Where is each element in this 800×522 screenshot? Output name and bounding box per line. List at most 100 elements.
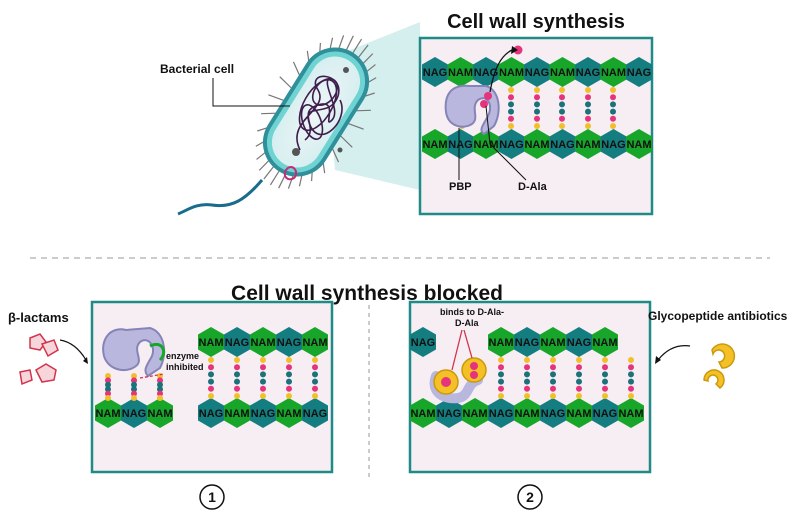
pbp-inhibited — [102, 326, 166, 378]
sugar-hexagon: NAM — [600, 57, 627, 87]
amino-acid-bead — [234, 378, 240, 385]
sugar-label: NAG — [601, 139, 625, 151]
sugar-hexagon: NAG — [302, 398, 328, 428]
amino-acid-bead — [585, 115, 591, 122]
amino-acid-bead — [610, 94, 616, 101]
amino-acid-bead — [260, 393, 266, 399]
cilium — [269, 171, 280, 186]
amino-acid-bead — [105, 373, 111, 379]
amino-acid-bead — [610, 87, 616, 93]
sugar-label: NAM — [224, 408, 249, 420]
sugar-label: NAM — [462, 408, 487, 420]
amino-acid-bead — [234, 393, 240, 399]
sugar-hexagon: NAM — [514, 398, 540, 428]
amino-acid-bead — [534, 115, 540, 122]
amino-acid-bead — [286, 393, 292, 399]
amino-acid-bead — [534, 123, 540, 129]
sugar-label: NAG — [576, 67, 600, 79]
cilium — [331, 147, 340, 163]
blocked-link — [139, 373, 165, 379]
sugar-label: NAG — [303, 408, 327, 420]
sugar-label: NAM — [514, 408, 539, 420]
sugar-hexagon: NAM — [524, 129, 550, 159]
sugar-hexagon: NAM — [592, 327, 618, 357]
amino-acid-bead — [208, 393, 214, 399]
amino-acid-bead — [534, 87, 540, 93]
glycopeptide-molecules — [703, 343, 736, 389]
amino-acid-bead — [157, 390, 163, 397]
sugar-hexagon: NAM — [447, 57, 474, 87]
amino-acid-bead — [157, 395, 163, 401]
sugar-hexagon: NAG — [447, 129, 474, 159]
amino-acid-bead — [602, 393, 608, 399]
amino-acid-bead — [559, 115, 565, 122]
amino-acid-bead — [234, 371, 240, 378]
sugar-hexagon: NAG — [498, 129, 525, 159]
sugar-hexagon: NAM — [147, 398, 173, 428]
amino-acid-bead — [260, 357, 266, 363]
amino-acid-bead — [524, 364, 530, 371]
sugar-hexagon: NAM — [422, 129, 448, 159]
amino-acid-bead — [550, 364, 556, 371]
amino-acid-bead — [610, 101, 616, 108]
sugar-label: NAM — [618, 408, 643, 420]
ribosome — [343, 67, 349, 73]
amino-acid-bead — [610, 108, 616, 115]
glycopeptide-label: Glycopeptide antibiotics — [648, 309, 788, 323]
sugar-label: NAG — [515, 337, 539, 349]
top-title: Cell wall synthesis — [447, 11, 625, 33]
amino-acid-bead — [534, 108, 540, 115]
bacterial-cell — [177, 35, 377, 216]
sugar-label: NAG — [437, 408, 461, 420]
amino-acid-bead — [157, 381, 163, 388]
amino-acid-bead — [559, 101, 565, 108]
amino-acid-bead — [105, 377, 111, 384]
amino-acid-bead — [131, 390, 137, 397]
amino-acid-bead — [312, 385, 318, 392]
sugar-hexagon: NAM — [302, 327, 328, 357]
sugar-label: NAG — [567, 337, 591, 349]
sugar-label: NAM — [601, 67, 626, 79]
amino-acid-bead — [628, 393, 634, 399]
sugar-label: NAM — [592, 337, 617, 349]
amino-acid-bead — [208, 364, 214, 371]
sugar-hexagon: NAG — [410, 327, 436, 357]
sugar-label: NAM — [626, 139, 651, 151]
amino-acid-bead — [508, 87, 514, 93]
cilium — [340, 135, 353, 148]
sugar-hexagon: NAM — [224, 398, 250, 428]
beta-lactams-label: β-lactams — [8, 310, 69, 325]
amino-acid-bead — [602, 371, 608, 378]
amino-acid-bead — [508, 123, 514, 129]
amino-acid-bead — [312, 364, 318, 371]
amino-acid-bead — [559, 123, 565, 129]
amino-acid-bead — [524, 371, 530, 378]
amino-acid-bead — [312, 393, 318, 399]
amino-acid-bead — [498, 357, 504, 363]
sugar-hexagon: NAG — [224, 327, 250, 357]
amino-acid-bead — [208, 371, 214, 378]
amino-acid-bead — [312, 357, 318, 363]
amino-acid-bead — [628, 357, 634, 363]
glycopeptide-arrow — [657, 345, 691, 361]
amino-acid-bead — [524, 357, 530, 363]
amino-acid-bead — [576, 371, 582, 378]
amino-acid-bead — [157, 377, 163, 384]
bacterial-cell-pointer — [212, 78, 290, 107]
sugar-hexagon: NAG — [422, 57, 448, 87]
release-arrow — [489, 49, 513, 93]
amino-acid-bead — [585, 123, 591, 129]
sugar-hexagon: NAG — [276, 327, 302, 357]
amino-acid-bead — [602, 357, 608, 363]
glycopeptide-bound — [433, 357, 487, 395]
amino-acid-bead — [576, 385, 582, 392]
sugar-label: NAM — [473, 139, 498, 151]
sugar-label: NAM — [198, 337, 223, 349]
amino-acid-bead — [498, 371, 504, 378]
sugar-label: NAG — [525, 67, 549, 79]
sugar-label: NAM — [276, 408, 301, 420]
step-1-number: 1 — [208, 489, 216, 505]
sugar-hexagon: NAG — [600, 129, 627, 159]
sugar-hexagon: NAG — [436, 398, 462, 428]
